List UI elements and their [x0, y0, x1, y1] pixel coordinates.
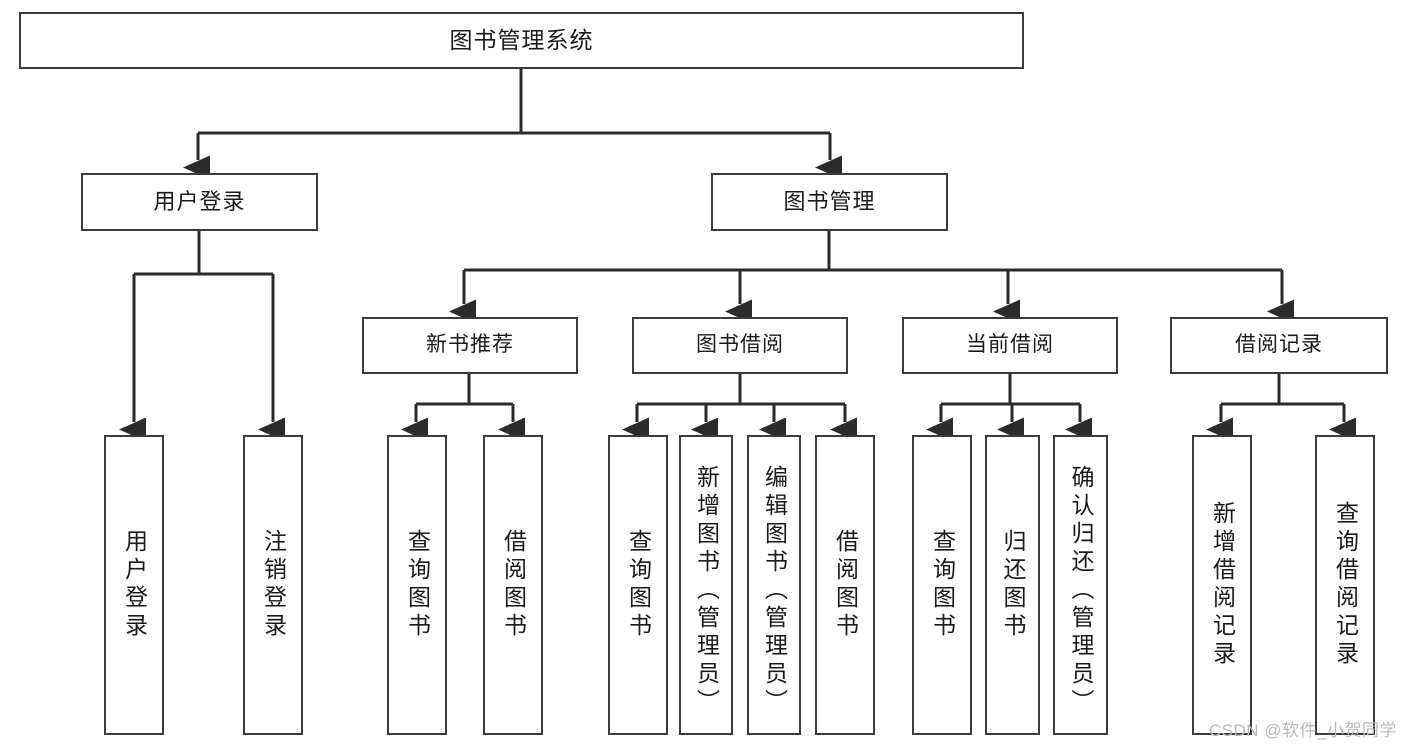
leaf-query-book-borrowing[interactable]: 查询图书	[608, 435, 668, 735]
node-label: 确认归还（管理员）	[1068, 465, 1094, 717]
leaf-query-book-recommendation[interactable]: 查询图书	[387, 435, 447, 735]
node-label: 借阅图书	[500, 529, 527, 641]
csdn-watermark: CSDN @软件_小贺同学	[1208, 721, 1397, 740]
node-label: 当前借阅	[966, 333, 1054, 357]
node-book-borrowing[interactable]: 图书借阅	[632, 317, 848, 374]
node-label: 归还图书	[1000, 529, 1026, 641]
node-label: 图书管理	[783, 189, 876, 215]
leaf-edit-book-admin[interactable]: 编辑图书（管理员）	[747, 435, 801, 735]
leaf-return-book[interactable]: 归还图书	[985, 435, 1040, 735]
node-label: 查询图书	[625, 529, 652, 641]
node-borrowing-record[interactable]: 借阅记录	[1170, 317, 1388, 374]
leaf-add-book-admin[interactable]: 新增图书（管理员）	[679, 435, 733, 735]
leaf-user-logout[interactable]: 注销登录	[243, 435, 303, 735]
leaf-add-borrowing-record[interactable]: 新增借阅记录	[1192, 435, 1252, 735]
node-label: 注销登录	[260, 529, 287, 641]
leaf-user-login[interactable]: 用户登录	[104, 435, 164, 735]
leaf-borrow-book-recommendation[interactable]: 借阅图书	[483, 435, 543, 735]
node-label: 用户登录	[153, 189, 246, 215]
leaf-query-borrowing-record[interactable]: 查询借阅记录	[1315, 435, 1375, 735]
node-label: 查询借阅记录	[1332, 501, 1359, 669]
node-user-login[interactable]: 用户登录	[81, 173, 318, 231]
node-book-management[interactable]: 图书管理	[711, 173, 948, 231]
node-label: 新书推荐	[426, 333, 514, 357]
node-label: 图书管理系统	[449, 27, 594, 54]
node-root-book-management-system[interactable]: 图书管理系统	[19, 12, 1024, 69]
node-label: 图书借阅	[696, 333, 784, 357]
node-label: 借阅记录	[1235, 333, 1323, 357]
node-label: 查询图书	[929, 529, 956, 641]
leaf-confirm-return-admin[interactable]: 确认归还（管理员）	[1053, 435, 1108, 735]
node-label: 借阅图书	[832, 529, 859, 641]
node-label: 查询图书	[404, 529, 431, 641]
node-new-book-recommendation[interactable]: 新书推荐	[362, 317, 578, 374]
node-label: 用户登录	[121, 529, 148, 641]
node-label: 编辑图书（管理员）	[761, 465, 788, 717]
node-label: 新增图书（管理员）	[693, 465, 720, 717]
leaf-query-book-current[interactable]: 查询图书	[912, 435, 972, 735]
leaf-borrow-book[interactable]: 借阅图书	[815, 435, 875, 735]
node-current-borrowing[interactable]: 当前借阅	[902, 317, 1118, 374]
node-label: 新增借阅记录	[1209, 501, 1236, 669]
